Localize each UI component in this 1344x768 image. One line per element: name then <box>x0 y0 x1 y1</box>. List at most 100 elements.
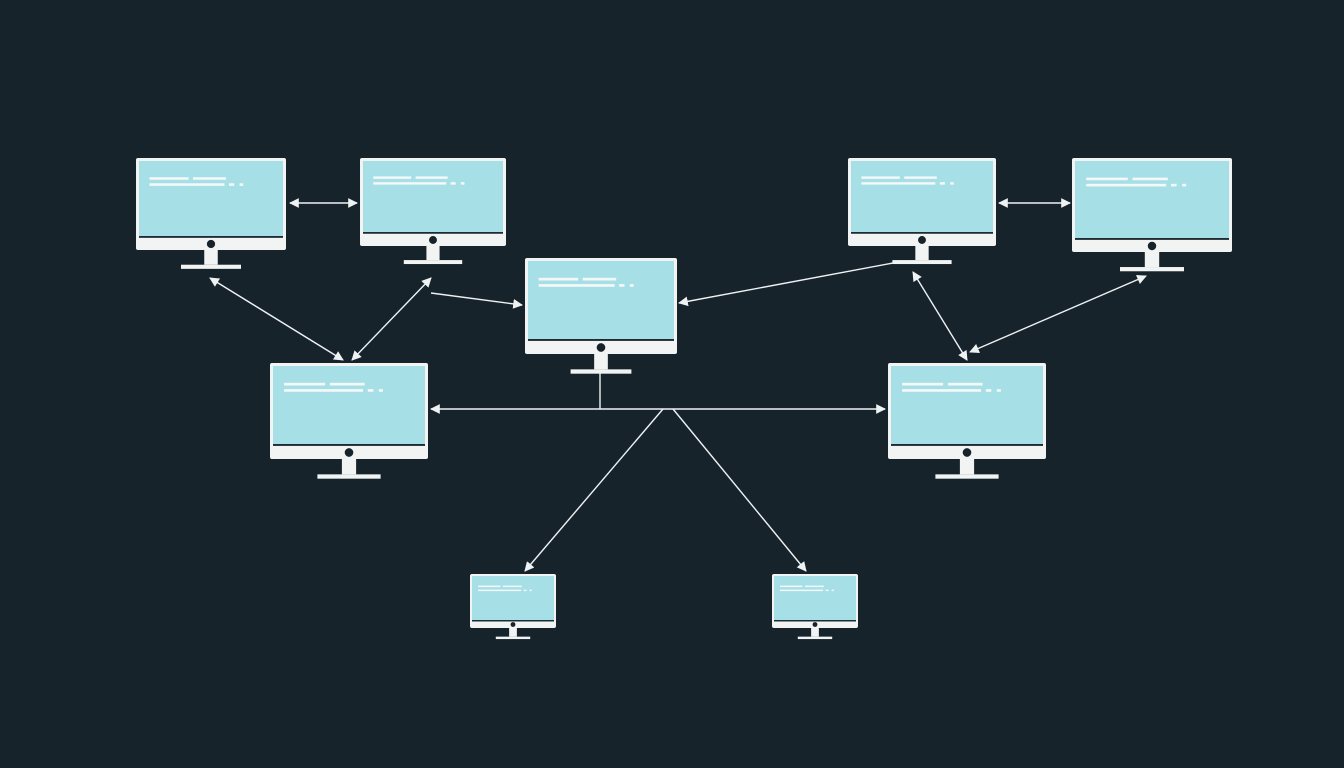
power-button-icon <box>510 622 516 627</box>
monitor-stand-base <box>403 260 463 265</box>
connection-line <box>430 292 523 309</box>
monitor-divider <box>774 620 856 622</box>
computer-node <box>270 363 428 479</box>
screen-placeholder-line <box>373 182 447 185</box>
screen-placeholder-dot <box>629 284 634 287</box>
connection-line <box>351 277 432 361</box>
connection-line <box>672 408 807 572</box>
monitor-screen <box>851 161 993 232</box>
monitor-divider <box>1075 238 1229 240</box>
monitor-divider <box>363 232 503 234</box>
monitor-stand-neck <box>811 628 819 637</box>
connections-layer <box>209 198 1147 572</box>
computer-node <box>136 158 286 269</box>
monitor-stand-base <box>797 636 833 640</box>
connection-line <box>678 262 894 307</box>
screen-placeholder-line <box>780 589 824 592</box>
monitor-stand-base <box>181 264 241 269</box>
monitor-divider <box>891 444 1043 446</box>
screen-placeholder-line <box>902 389 982 392</box>
computer-node <box>470 574 556 640</box>
screen-placeholder-dot <box>239 183 244 186</box>
monitor-divider <box>851 232 993 234</box>
screen-placeholder-line <box>415 176 448 179</box>
monitor-stand-base <box>935 474 999 479</box>
screen-placeholder-line <box>478 589 522 592</box>
screen-placeholder-line <box>478 585 501 588</box>
screen-placeholder-line <box>1086 183 1167 187</box>
screen-placeholder-line <box>538 277 579 281</box>
computer-node <box>525 258 677 374</box>
power-button-icon <box>344 448 354 457</box>
connection-line <box>912 271 968 361</box>
screen-placeholder-line <box>502 585 522 588</box>
screen-placeholder-line <box>149 177 189 180</box>
monitor-divider <box>528 339 674 341</box>
monitor-stand-neck <box>959 459 975 475</box>
power-button-icon <box>206 239 216 249</box>
connection-line <box>969 274 1147 354</box>
screen-placeholder-dot <box>460 182 465 185</box>
monitor-screen <box>1075 161 1229 238</box>
screen-placeholder-line <box>284 382 326 386</box>
monitor-stand-base <box>570 369 632 374</box>
monitor-divider <box>139 236 283 238</box>
screen-placeholder-line <box>149 183 225 186</box>
screen-placeholder-dot <box>529 589 532 592</box>
screen-placeholder-dot <box>367 389 374 392</box>
monitor-screen <box>774 576 856 620</box>
screen-placeholder-dot <box>985 389 992 392</box>
screen-placeholder-line <box>1132 177 1168 181</box>
screen-placeholder-dot <box>950 182 954 185</box>
screen-placeholder-dot <box>996 389 1001 392</box>
screen-placeholder-line <box>373 176 412 179</box>
monitor-stand-base <box>1120 267 1184 272</box>
monitor-divider <box>273 444 425 446</box>
computer-node <box>772 574 858 640</box>
screen-placeholder-dot <box>378 389 383 392</box>
power-button-icon <box>596 343 606 352</box>
computers-layer <box>136 158 1232 640</box>
monitor-stand-base <box>495 636 531 640</box>
computer-node <box>1072 158 1232 272</box>
monitor-screen <box>273 366 425 444</box>
screen-placeholder-dot <box>229 183 235 186</box>
monitor-stand-neck <box>341 459 357 475</box>
screen-placeholder-line <box>902 382 944 386</box>
screen-placeholder-dot <box>1171 183 1177 187</box>
screen-placeholder-dot <box>825 589 829 592</box>
screen-placeholder-line <box>804 585 824 588</box>
screen-placeholder-dot <box>619 284 625 287</box>
screen-placeholder-line <box>780 585 803 588</box>
monitor-stand-neck <box>594 354 608 370</box>
monitor-screen <box>528 261 674 339</box>
screen-placeholder-line <box>861 182 936 185</box>
screen-placeholder-line <box>193 177 226 180</box>
computer-node <box>360 158 506 265</box>
monitor-screen <box>363 161 503 232</box>
power-button-icon <box>918 236 926 244</box>
screen-placeholder-dot <box>831 589 834 592</box>
screen-placeholder-line <box>861 176 900 179</box>
power-button-icon <box>962 448 972 457</box>
monitor-stand-neck <box>426 246 440 261</box>
monitor-stand-neck <box>509 628 517 637</box>
monitor-stand-neck <box>1144 252 1160 268</box>
screen-placeholder-dot <box>939 182 945 185</box>
screen-placeholder-line <box>904 176 937 179</box>
connection-line <box>209 277 344 361</box>
power-button-icon <box>1147 241 1157 251</box>
monitor-screen <box>139 161 283 236</box>
monitor-screen <box>891 366 1043 444</box>
monitor-stand-base <box>892 260 952 265</box>
screen-placeholder-line <box>582 277 617 281</box>
monitor-divider <box>472 620 554 622</box>
screen-placeholder-line <box>538 284 615 287</box>
screen-placeholder-dot <box>1182 183 1187 187</box>
computer-node <box>848 158 996 265</box>
monitor-screen <box>472 576 554 620</box>
power-button-icon <box>429 236 437 244</box>
screen-placeholder-line <box>329 382 365 386</box>
screen-placeholder-dot <box>523 589 527 592</box>
